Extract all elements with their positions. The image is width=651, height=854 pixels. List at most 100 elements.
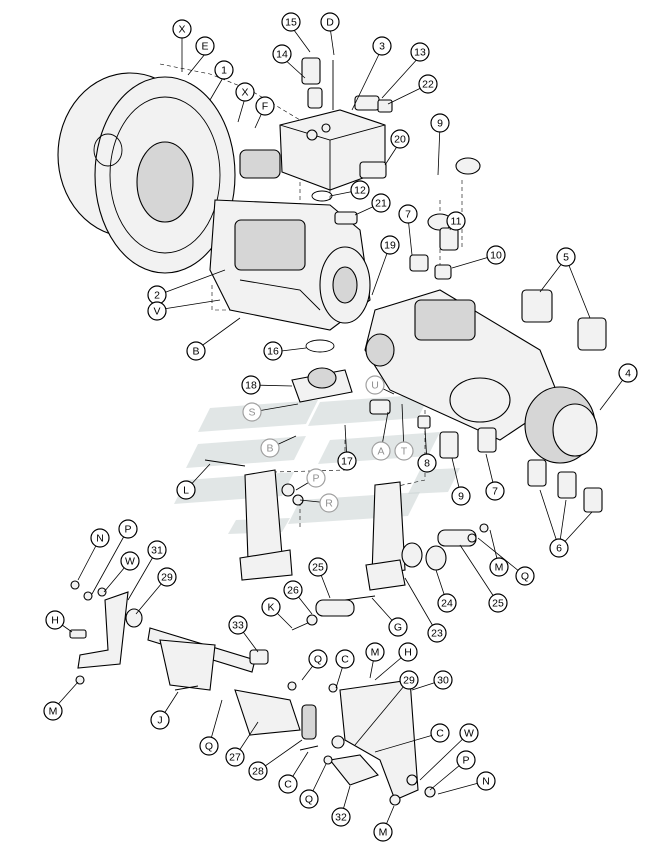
callout-label: H [51, 615, 59, 627]
callout-circle [335, 649, 355, 669]
callout-circle [365, 375, 385, 395]
callout-h2: H [398, 642, 418, 662]
callout-27: 27 [225, 747, 245, 767]
callout-circle [272, 44, 292, 64]
callout-circle [451, 486, 471, 506]
callout-circle [299, 789, 319, 809]
valve-fittings [301, 57, 393, 225]
callout-g: G [388, 617, 408, 637]
brand-watermark-logo [174, 394, 460, 534]
callout-circle [90, 528, 110, 548]
callout-circle [255, 96, 275, 116]
callout-33: 33 [228, 615, 248, 635]
callout-label: N [482, 776, 490, 788]
callout-circle [43, 701, 63, 721]
callout-label: 13 [414, 47, 426, 59]
callout-circle [195, 36, 215, 56]
callout-a: A [371, 441, 391, 461]
callout-label: M [379, 827, 388, 839]
callout-u: U [365, 375, 385, 395]
callout-q4: Q [299, 789, 319, 809]
callout-h1: H [45, 610, 65, 630]
callout-circle [186, 341, 206, 361]
callout-label: 30 [437, 675, 449, 687]
callout-label: 20 [394, 134, 406, 146]
callout-circle [319, 493, 339, 513]
callout-10: 10 [486, 245, 506, 265]
callout-label: 31 [151, 545, 163, 557]
callout-label: A [377, 446, 384, 458]
callout-f: F [255, 96, 275, 116]
callout-circle [515, 566, 535, 586]
callout-circle [45, 610, 65, 630]
callout-circle [261, 597, 281, 617]
callout-circle [147, 301, 167, 321]
callout-23: 23 [427, 623, 447, 643]
callout-label: 25 [312, 562, 324, 574]
callout-label: 11 [451, 216, 462, 228]
callout-circle [308, 649, 328, 669]
callout-circle [118, 519, 138, 539]
callout-label: U [371, 380, 379, 392]
callout-20: 20 [390, 129, 410, 149]
callout-label: 29 [161, 572, 173, 584]
callout-circle [430, 723, 450, 743]
callout-label: X [178, 24, 185, 36]
callout-label: 23 [431, 628, 443, 640]
callout-label: 9 [437, 118, 443, 130]
callout-m4: M [373, 822, 393, 842]
callout-n2: N [476, 771, 496, 791]
callout-c1: C [335, 649, 355, 669]
callout-circle [390, 129, 410, 149]
callout-label: T [401, 446, 408, 458]
callout-17: 17 [337, 451, 357, 471]
callout-label: P [462, 755, 469, 767]
callout-q1: Q [515, 566, 535, 586]
callout-circle [371, 193, 391, 213]
callout-22: 22 [418, 74, 438, 94]
callout-p2: P [118, 519, 138, 539]
callout-circle [373, 822, 393, 842]
callout-6: 6 [549, 538, 569, 558]
callout-label: 16 [267, 346, 279, 358]
lever-posts [204, 459, 406, 591]
callout-circle [380, 235, 400, 255]
callout-label: 6 [556, 543, 562, 555]
callout-label: 21 [375, 198, 387, 210]
callout-c2: C [278, 774, 298, 794]
callout-label: 28 [252, 766, 264, 778]
callout-c3: C [430, 723, 450, 743]
callout-label: F [262, 101, 268, 113]
callout-label: 25 [492, 598, 504, 610]
callout-9a: 9 [430, 113, 450, 133]
callout-l: L [176, 480, 196, 500]
callout-circle [176, 480, 196, 500]
callout-circle [331, 807, 351, 827]
callout-circle [618, 363, 638, 383]
callout-circle [427, 623, 447, 643]
callout-b2: B [260, 438, 280, 458]
callout-label: W [464, 728, 474, 740]
callout-circle [489, 557, 509, 577]
callout-r: R [319, 493, 339, 513]
callout-label: C [436, 728, 444, 740]
callout-19: 19 [380, 235, 400, 255]
control-shaft [69, 580, 269, 691]
callout-21: 21 [371, 193, 391, 213]
callout-31: 31 [147, 540, 167, 560]
callout-8: 8 [417, 453, 437, 473]
callout-p3: P [456, 750, 476, 770]
callout-7a: 7 [398, 204, 418, 224]
callout-label: C [284, 779, 292, 791]
callout-circle [281, 12, 301, 32]
callout-circle [157, 567, 177, 587]
callout-e: E [195, 36, 215, 56]
callout-label: B [192, 346, 199, 358]
callout-circle [437, 593, 457, 613]
callout-s: S [242, 402, 262, 422]
callout-label: 33 [232, 620, 244, 632]
callout-circle [242, 402, 262, 422]
pedal-lever-assembly [174, 679, 436, 806]
